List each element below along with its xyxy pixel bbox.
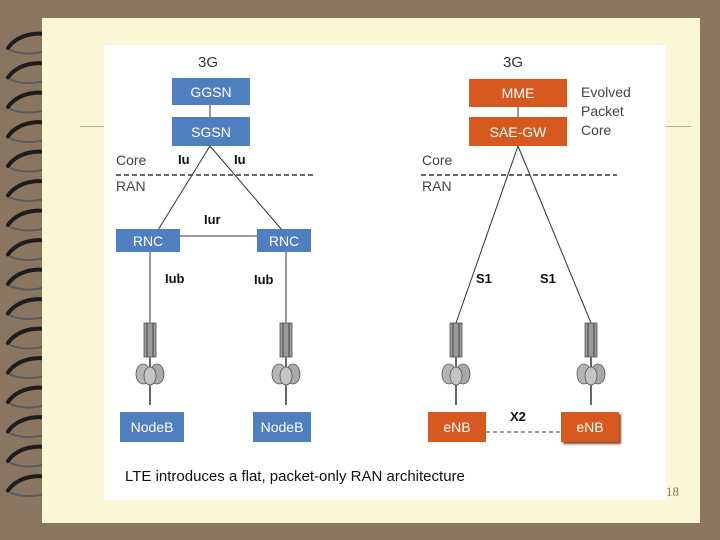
iu-label-right: Iu bbox=[234, 152, 246, 167]
epc-label-line3: Core bbox=[581, 122, 612, 138]
rnc-node-left: RNC bbox=[116, 229, 180, 252]
core-label-left: Core bbox=[116, 152, 147, 168]
nodeb-node-right: NodeB bbox=[253, 412, 311, 442]
s1-link-left bbox=[455, 145, 519, 324]
left-generation-label: 3G bbox=[198, 54, 219, 71]
antenna-tower-icon bbox=[441, 322, 471, 405]
iu-link-left bbox=[157, 145, 211, 231]
iub-label-right: Iub bbox=[254, 272, 274, 287]
iub-label-left: Iub bbox=[165, 271, 185, 286]
antenna-tower-icon bbox=[576, 322, 606, 405]
nodeb-node-left: NodeB bbox=[120, 412, 184, 442]
page-number: 18 bbox=[666, 484, 679, 499]
s1-label-right: S1 bbox=[540, 271, 556, 286]
ruled-line-left bbox=[80, 126, 104, 127]
ran-label-left: RAN bbox=[116, 178, 146, 194]
antenna-tower-icon bbox=[135, 322, 165, 405]
ggsn-node: GGSN bbox=[172, 78, 250, 105]
antenna-tower-icon bbox=[271, 322, 301, 405]
epc-label-line1: Evolved bbox=[581, 84, 631, 100]
ran-label-right: RAN bbox=[422, 178, 452, 194]
s1-label-left: S1 bbox=[476, 271, 492, 286]
right-generation-label: 3G bbox=[503, 54, 524, 71]
iu-label-left: Iu bbox=[178, 152, 190, 167]
mme-node: MME bbox=[469, 79, 567, 107]
core-label-right: Core bbox=[422, 152, 453, 168]
enb-node-right: eNB bbox=[561, 412, 619, 442]
iu-link-right bbox=[209, 145, 283, 231]
diagram-caption: LTE introduces a flat, packet-only RAN a… bbox=[125, 468, 465, 485]
sae-gw-node: SAE-GW bbox=[469, 117, 567, 146]
s1-link-right bbox=[517, 145, 592, 324]
x2-label: X2 bbox=[510, 409, 526, 424]
ruled-line-right bbox=[666, 126, 691, 127]
enb-node-left: eNB bbox=[428, 412, 486, 442]
iur-label: Iur bbox=[204, 212, 221, 227]
epc-label-line2: Packet bbox=[581, 103, 624, 119]
rnc-node-right: RNC bbox=[257, 229, 311, 252]
sgsn-node: SGSN bbox=[172, 117, 250, 146]
